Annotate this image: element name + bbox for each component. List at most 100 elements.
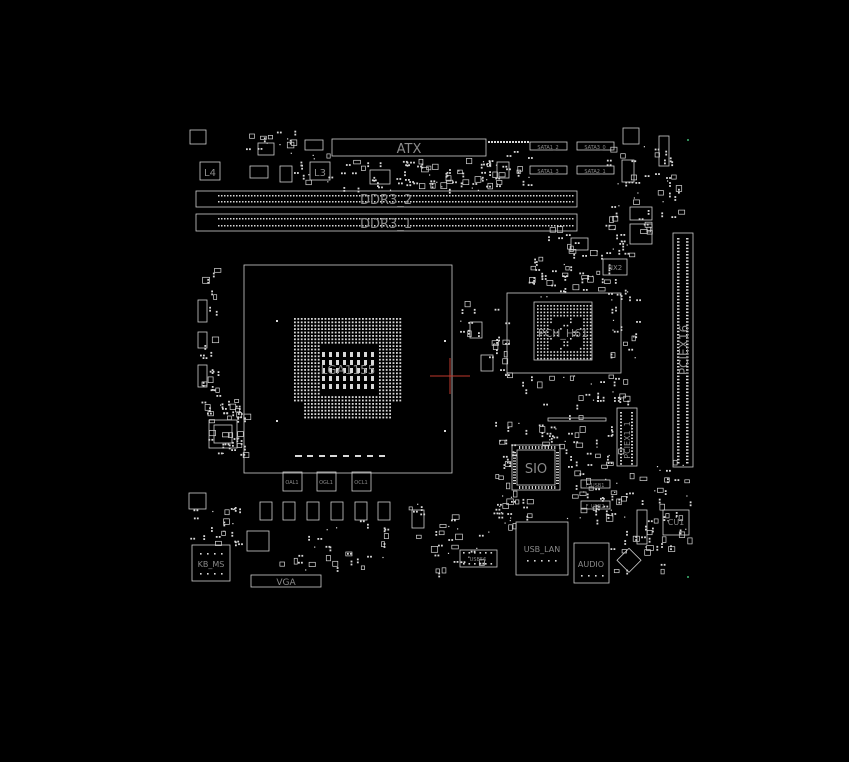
kb-ms-pin <box>207 573 209 575</box>
bottom-left-part[interactable] <box>188 492 207 510</box>
smd-pad <box>615 212 618 215</box>
cpu-pad <box>385 369 388 371</box>
atx-connector[interactable] <box>331 138 487 157</box>
nx2-outline[interactable] <box>602 258 628 276</box>
mosfet-row-4[interactable] <box>330 501 344 521</box>
pciex16-pin <box>677 257 680 259</box>
header-cu-left[interactable] <box>636 509 648 545</box>
pch-ball <box>586 311 589 314</box>
pciex16-pin <box>677 314 680 317</box>
ddr3-2-pin <box>566 195 568 197</box>
ddr3-2-pin <box>341 195 343 197</box>
sata-b1-connector[interactable] <box>529 165 568 175</box>
smd-pad <box>549 435 551 438</box>
pch-ball <box>589 308 592 310</box>
l3-inductor[interactable] <box>309 161 331 181</box>
cpu-pad <box>396 362 398 364</box>
smd-pad <box>573 253 576 256</box>
oal1-mosfet[interactable] <box>282 471 303 492</box>
cpu-pad <box>399 365 402 368</box>
ddr3-1-pin <box>302 218 304 220</box>
smd-part <box>559 443 565 450</box>
cpu-pad <box>314 389 317 392</box>
c-part-l4[interactable] <box>249 165 269 179</box>
c-part-mid[interactable] <box>279 165 293 183</box>
f-usb1-header[interactable] <box>580 479 611 489</box>
sio-chip-outline[interactable] <box>511 444 561 491</box>
left-part-c[interactable] <box>197 364 208 388</box>
u6-part[interactable] <box>257 142 275 156</box>
ddr3-1-slot[interactable] <box>195 213 578 232</box>
ddr3-1-pin <box>353 225 355 227</box>
cpu-pad <box>368 409 371 412</box>
ogl1-mosfet[interactable] <box>316 471 337 492</box>
cpu-pad <box>294 379 296 381</box>
smd-pad <box>511 500 513 503</box>
cpu-core-cap <box>336 352 339 357</box>
u-part-pch-left[interactable] <box>469 321 483 339</box>
smd-pad <box>203 538 206 540</box>
cap-pair-b[interactable] <box>629 223 653 245</box>
smd-pad <box>298 554 301 557</box>
u-part-atx-right[interactable] <box>496 161 510 179</box>
c-part-l3[interactable] <box>369 169 391 185</box>
smd-pad <box>233 438 236 440</box>
vga-regulator[interactable] <box>246 530 270 552</box>
sata-a1-connector[interactable] <box>529 141 568 151</box>
cpu-pad <box>365 338 368 341</box>
sio-pin <box>556 480 559 482</box>
cpu-pad <box>334 396 337 398</box>
sata-b2-connector[interactable] <box>576 165 615 175</box>
u-part-sata-right[interactable] <box>621 159 635 183</box>
left-ic[interactable] <box>208 419 238 449</box>
ddr3-2-pin <box>350 201 352 203</box>
mosfet-row-5[interactable] <box>354 501 368 521</box>
usb56-header[interactable] <box>459 549 498 568</box>
top-right-part[interactable] <box>622 127 640 145</box>
ddr3-2-slot[interactable] <box>195 190 578 208</box>
sio-pin <box>513 471 516 473</box>
ddr3-1-pin <box>347 218 349 220</box>
mosfet-row-2[interactable] <box>282 501 296 521</box>
smd-pad <box>211 389 214 391</box>
ocl1-mosfet[interactable] <box>351 471 372 492</box>
u-part-bottom[interactable] <box>411 509 425 529</box>
vga-connector[interactable] <box>250 574 322 588</box>
socket-bottom-pad <box>307 455 313 457</box>
kb-ms-connector[interactable] <box>191 544 231 582</box>
mosfet-row-1[interactable] <box>259 501 273 521</box>
left-part-a[interactable] <box>197 299 208 323</box>
audio-connector[interactable] <box>573 542 610 584</box>
smd-pad <box>505 439 508 442</box>
ddr3-1-pin <box>500 218 502 220</box>
smd-pad <box>575 488 578 490</box>
header-top-right[interactable] <box>658 135 670 167</box>
c-part-right[interactable] <box>570 237 589 251</box>
cap-pair-a[interactable] <box>629 206 653 221</box>
cpu-pad <box>297 321 300 324</box>
sata-a2-connector[interactable] <box>576 141 615 151</box>
usb-lan-connector[interactable] <box>515 521 569 576</box>
l4-inductor[interactable] <box>199 161 221 181</box>
via <box>441 186 443 188</box>
smd-pad <box>294 172 296 174</box>
smd-pad <box>413 182 416 185</box>
diamond-part[interactable] <box>616 547 642 573</box>
c-part-top[interactable] <box>304 139 324 151</box>
pch-outline[interactable] <box>506 292 622 374</box>
pciex1-slot[interactable] <box>616 407 638 467</box>
mosfet-row-6[interactable] <box>377 501 391 521</box>
pciex16-slot[interactable] <box>672 232 694 468</box>
smd-pad <box>619 243 622 245</box>
left-part-b[interactable] <box>197 331 208 349</box>
ddr3-1-pin <box>389 225 391 227</box>
smd-pad <box>209 306 211 309</box>
cpu-socket-outline[interactable] <box>243 264 453 474</box>
mosfet-row-3[interactable] <box>306 501 320 521</box>
via <box>460 320 462 322</box>
u-part-pch-left2[interactable] <box>480 354 494 372</box>
smd-pad <box>574 242 577 244</box>
cu1-outline[interactable] <box>662 509 690 536</box>
f-usb2-header[interactable] <box>580 500 611 510</box>
top-left-part[interactable] <box>189 129 207 145</box>
